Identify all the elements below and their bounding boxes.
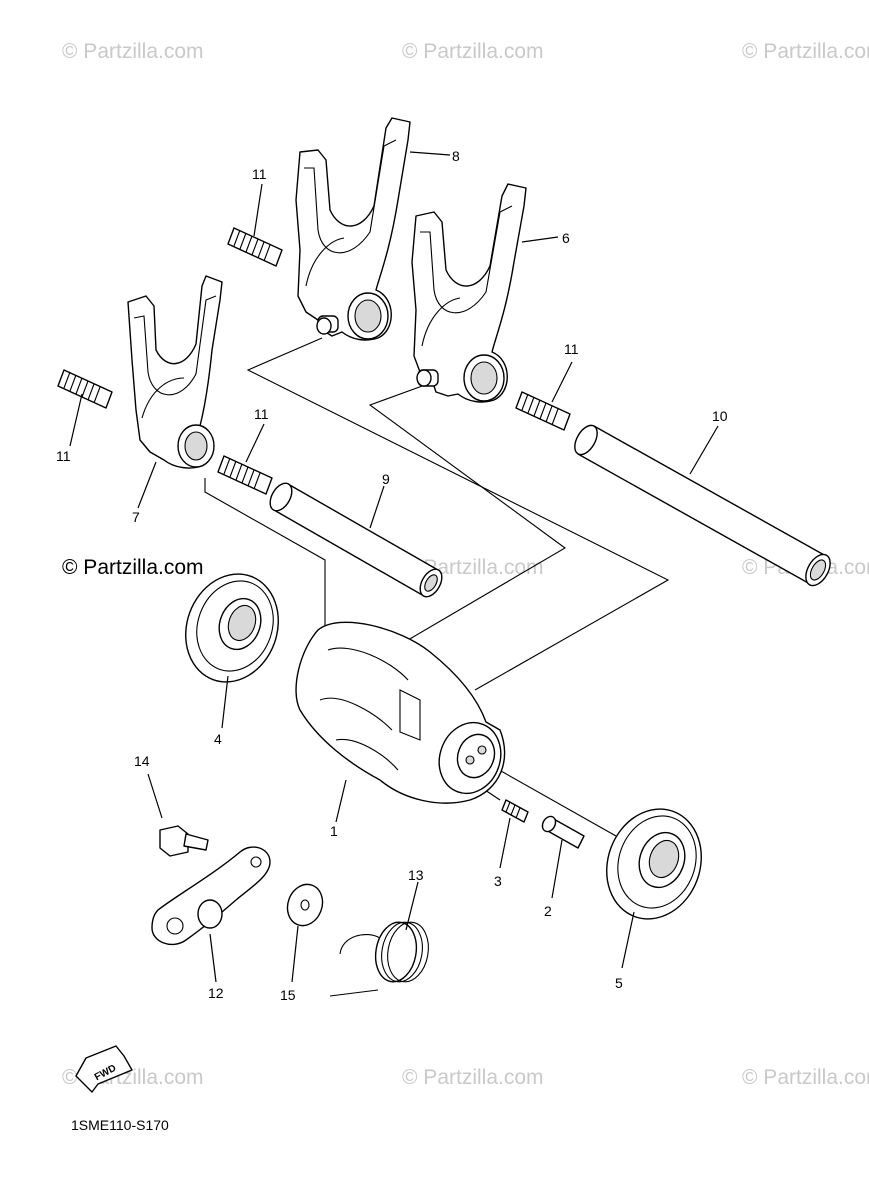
watermark-bottom-center: © Partzilla.com <box>402 1066 544 1089</box>
bearing-5 <box>606 808 702 920</box>
callout-11-right: 11 <box>564 341 579 357</box>
fwd-arrow-icon: FWD <box>75 1045 133 1093</box>
washer-15 <box>286 883 324 927</box>
diagram-code: 1SME110-S170 <box>71 1117 169 1133</box>
watermark-bottom-right: © Partzilla.com <box>742 1066 869 1089</box>
watermark-main: © Partzilla.com <box>62 556 204 579</box>
callout-7: 7 <box>132 509 140 525</box>
spring-11-left <box>57 369 113 409</box>
callout-1: 1 <box>330 823 338 839</box>
callout-2: 2 <box>544 903 552 919</box>
callout-4: 4 <box>214 731 222 747</box>
shift-drum-1 <box>295 621 506 804</box>
callout-14: 14 <box>134 753 150 769</box>
callout-10: 10 <box>712 408 728 424</box>
callout-labels: 1 2 3 4 5 6 7 8 9 10 11 11 11 11 12 13 1… <box>56 148 728 1003</box>
shift-fork-8 <box>295 117 411 341</box>
watermarks: © Partzilla.com © Partzilla.com © Partzi… <box>62 40 869 1089</box>
spring-11-top <box>227 227 283 267</box>
callout-11-center: 11 <box>254 406 269 422</box>
watermark-top-left: © Partzilla.com <box>62 40 204 63</box>
callout-13: 13 <box>408 867 424 883</box>
pin-2 <box>541 815 585 849</box>
callout-3: 3 <box>494 873 502 889</box>
shift-fork-6 <box>411 183 527 403</box>
leader-lines <box>69 151 719 983</box>
watermark-top-right: © Partzilla.com <box>742 40 869 63</box>
torsion-spring-13 <box>329 921 429 997</box>
guide-bar-9 <box>269 482 443 598</box>
callout-5: 5 <box>615 975 623 991</box>
spring-3 <box>501 799 529 823</box>
watermark-top-center: © Partzilla.com <box>402 40 544 63</box>
callout-15: 15 <box>280 987 296 1003</box>
spring-11-center <box>217 455 273 495</box>
callout-8: 8 <box>452 148 460 164</box>
callout-9: 9 <box>382 471 390 487</box>
bolt-14 <box>159 825 209 857</box>
callout-6: 6 <box>562 230 570 246</box>
lever-12 <box>151 846 271 946</box>
guide-bar-10 <box>574 424 831 587</box>
spring-11-right <box>515 391 571 431</box>
bearing-4 <box>185 573 279 683</box>
callout-12: 12 <box>208 985 224 1001</box>
callout-11-left: 11 <box>56 448 71 464</box>
callout-11-top: 11 <box>252 166 267 182</box>
shift-fork-7 <box>127 275 223 469</box>
